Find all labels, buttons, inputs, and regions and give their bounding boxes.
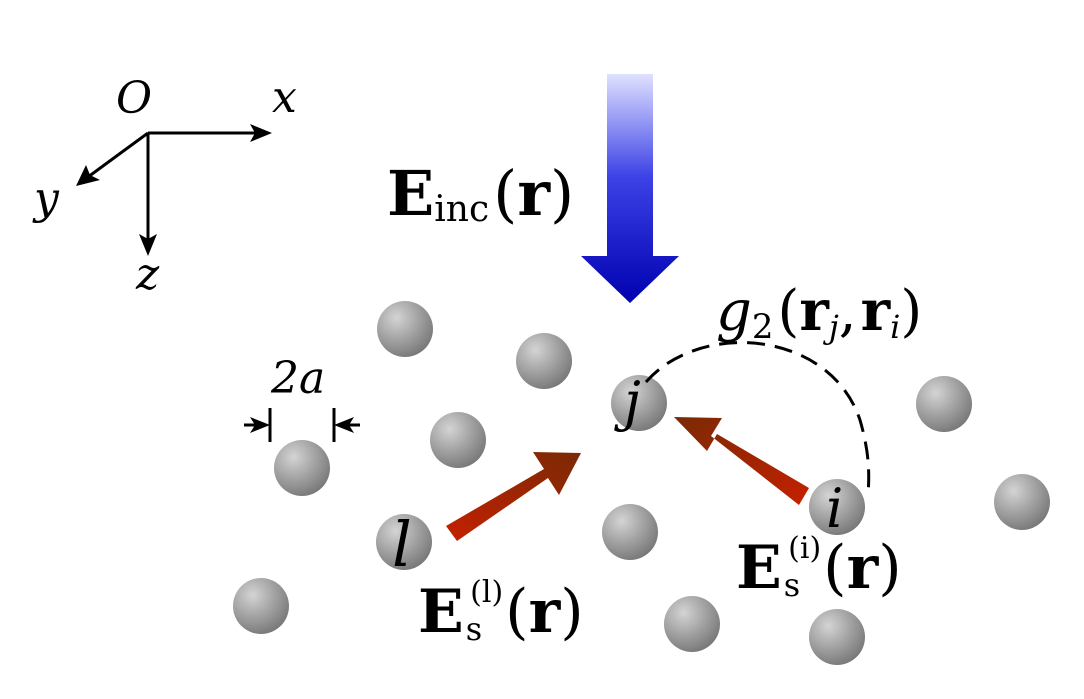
particle xyxy=(516,333,572,389)
particle xyxy=(809,609,865,665)
scattered-field-label-i: Es(i)(r) xyxy=(736,531,902,604)
particle xyxy=(994,474,1050,530)
particle xyxy=(664,596,720,652)
particles xyxy=(233,301,1050,665)
diameter-left-arrowhead xyxy=(250,417,270,433)
y-axis-arrowhead xyxy=(76,165,100,186)
scattered-field-arrow-l xyxy=(446,452,581,541)
particle xyxy=(602,504,658,560)
particle xyxy=(430,412,486,468)
diameter-label: 2a xyxy=(270,353,325,404)
origin-label: O xyxy=(116,73,152,124)
y-axis-line xyxy=(87,131,149,179)
z-axis-arrowhead xyxy=(139,234,157,256)
x-axis-arrowhead xyxy=(250,124,272,142)
z-axis-label: z xyxy=(135,249,160,300)
incident-field-label: Einc(r) xyxy=(387,157,574,230)
diameter-right-arrowhead xyxy=(334,417,354,433)
particle xyxy=(916,376,972,432)
particle-l xyxy=(376,514,432,570)
pair-correlation-label: g2(rj,ri) xyxy=(716,278,922,347)
scattered-field-arrow-i xyxy=(674,417,809,505)
particle-i xyxy=(809,479,865,535)
coordinate-axes xyxy=(76,124,272,256)
particle xyxy=(377,301,433,357)
incident-field-arrow xyxy=(581,74,679,303)
particle-j xyxy=(611,375,667,431)
particle-label-i: i xyxy=(826,477,843,540)
y-axis-label: y xyxy=(32,173,60,224)
pair-correlation-arc xyxy=(644,341,871,496)
scattered-field-label-l: Es(l)(r) xyxy=(418,575,584,648)
x-axis-label: x xyxy=(272,72,297,123)
diameter-marker xyxy=(244,408,360,442)
particle-label-l: l xyxy=(392,508,412,581)
particle xyxy=(233,578,289,634)
particle xyxy=(274,440,330,496)
